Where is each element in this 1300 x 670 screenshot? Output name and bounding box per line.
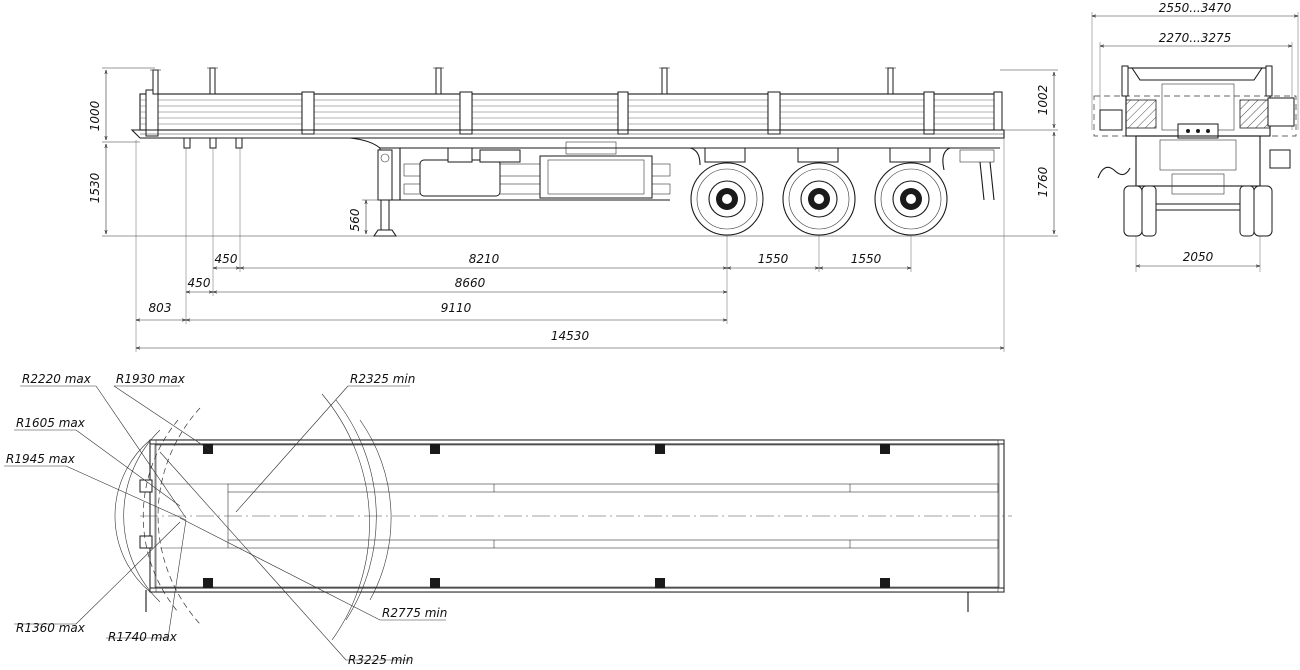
dim-w-track: 2050 — [1183, 250, 1214, 264]
radius-leaders — [4, 385, 446, 661]
dim-w-inner: 2270...3275 — [1159, 31, 1232, 45]
dim-l-8210: 8210 — [469, 252, 500, 266]
axle-group — [689, 147, 995, 201]
dim-h-leg: 560 — [348, 208, 362, 231]
dim-l-1550b: 1550 — [851, 252, 882, 266]
wheel-2 — [782, 162, 856, 236]
label-r1360: R1360 max — [16, 621, 86, 635]
rear-view: 2550...3470 2270...3275 2050 — [1091, 1, 1299, 272]
dim-h-side: 1002 — [1036, 85, 1050, 116]
dim-l-450a: 450 — [215, 252, 238, 266]
dim-l-803: 803 — [149, 301, 172, 315]
label-r2775: R2775 min — [382, 606, 447, 620]
side-view: 1000 1530 560 1002 1760 — [88, 67, 1058, 352]
dim-l-14530: 14530 — [551, 329, 590, 343]
side-vertical-dims: 1000 1530 560 1002 1760 — [88, 70, 1054, 234]
label-r2220: R2220 max — [22, 372, 92, 386]
wheel-1 — [690, 162, 764, 236]
dim-h-body: 1000 — [88, 100, 102, 131]
top-view: R2220 max R1930 max R2325 min R1605 max … — [4, 372, 1012, 667]
dim-w-outer: 2550...3470 — [1159, 1, 1232, 15]
label-r1740: R1740 max — [108, 630, 178, 644]
wheel-3 — [874, 162, 948, 236]
dim-l-1550a: 1550 — [758, 252, 789, 266]
dim-l-8660: 8660 — [455, 276, 486, 290]
label-r1605: R1605 max — [16, 416, 86, 430]
swing-arcs — [114, 393, 392, 641]
dim-l-450b: 450 — [188, 276, 211, 290]
dim-h-deck: 1530 — [88, 172, 102, 203]
label-r1930: R1930 max — [116, 372, 186, 386]
label-r1945: R1945 max — [6, 452, 76, 466]
label-r2325: R2325 min — [350, 372, 415, 386]
trailer-frame — [130, 129, 1005, 201]
label-r3225: R3225 min — [348, 653, 413, 667]
side-horizontal-dims: 450 8210 1550 1550 450 8660 803 9110 145… — [136, 252, 1004, 348]
dim-h-total: 1760 — [1036, 166, 1050, 197]
landing-gear — [372, 149, 398, 237]
dim-l-9110: 9110 — [441, 301, 472, 315]
side-boards — [139, 67, 1003, 137]
